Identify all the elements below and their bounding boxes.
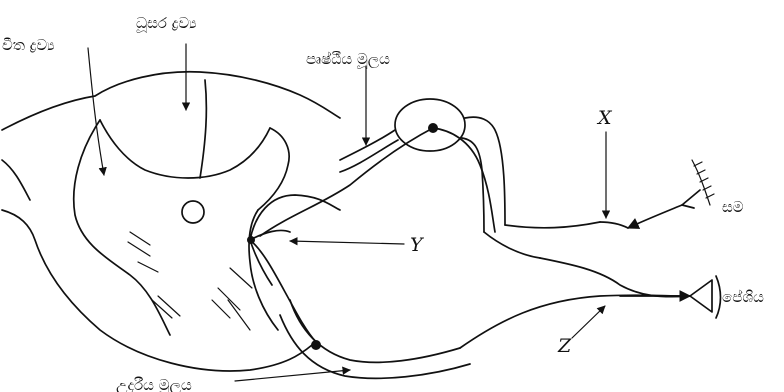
association-neuron-body — [247, 236, 255, 244]
white-matter-pointer — [88, 48, 104, 175]
y-pointer — [290, 241, 404, 244]
ventral-root-label: උදරීය මූලය — [116, 376, 192, 392]
sensory-fibre-to-skin — [628, 205, 682, 228]
motor-neuron-cell-body — [311, 340, 321, 350]
spinal-nerve — [460, 222, 690, 348]
grey-matter-label: ධූසර ද්‍රව්‍ය — [136, 14, 197, 33]
muscle-effector — [690, 276, 721, 318]
grey-matter-outline — [74, 80, 289, 335]
grey-matter-hatching — [128, 232, 252, 330]
muscle-label: පේශිය — [722, 288, 764, 306]
z-pointer — [572, 306, 605, 338]
z-label: Z — [557, 335, 572, 357]
y-label: Y — [410, 234, 425, 256]
central-canal — [182, 201, 204, 223]
skin-label: සම — [722, 198, 744, 216]
interneuron-fibres — [250, 195, 340, 342]
sensory-neuron-fibre — [260, 128, 495, 236]
ventral-root — [280, 300, 470, 378]
dorsal-root-label: පෘෂ්ඨීය මූලය — [306, 50, 390, 69]
ventral-root-pointer — [235, 370, 350, 381]
x-label: X — [596, 107, 613, 129]
white-matter-label: වීත ද්‍රව්‍ය — [2, 36, 55, 54]
spinal-cord-outline — [2, 72, 340, 371]
skin-receptor — [682, 160, 714, 208]
